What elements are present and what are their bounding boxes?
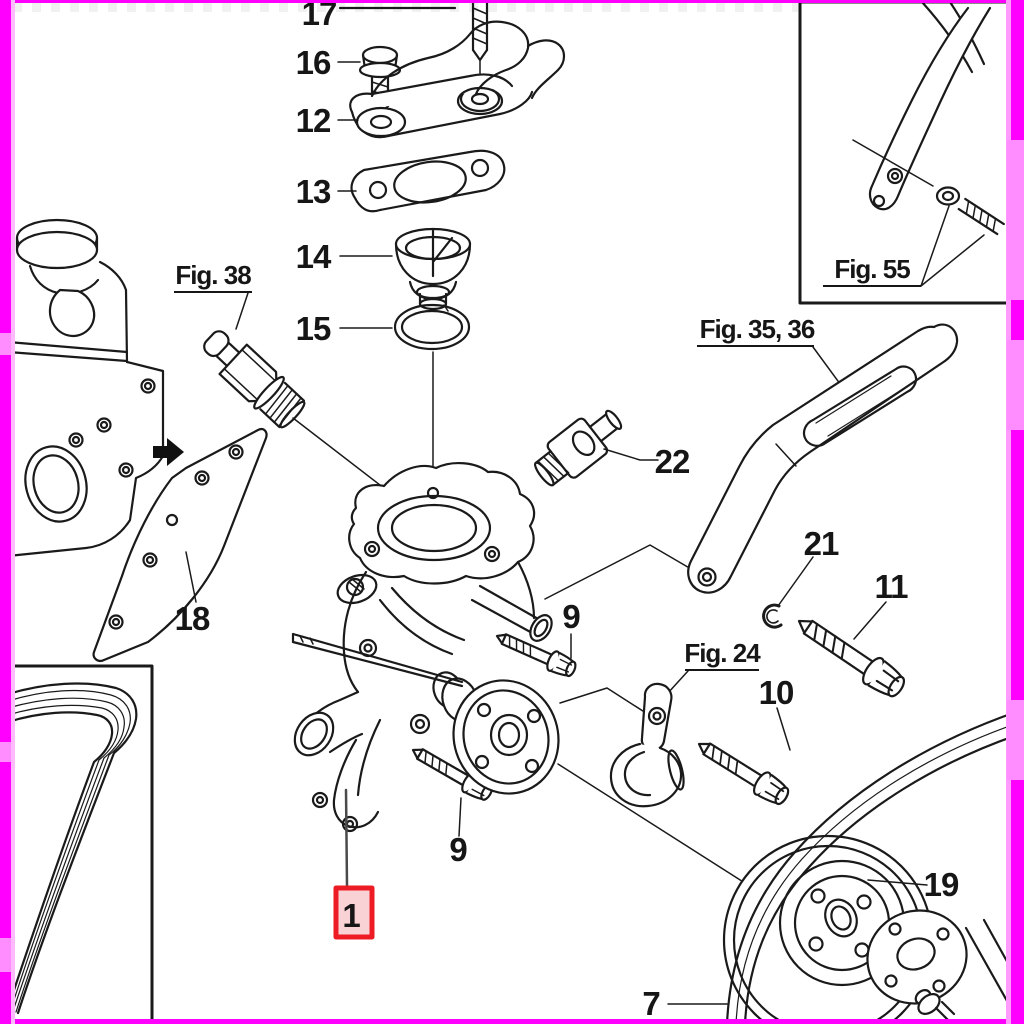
callout-9-lower: 9 xyxy=(449,831,467,868)
border-notch xyxy=(1007,700,1024,780)
border-notch xyxy=(1007,340,1024,430)
callout-11: 11 xyxy=(875,568,909,605)
border-top xyxy=(0,0,1024,3)
thermostat-14-drawing xyxy=(394,227,472,311)
flange-plate-drawing xyxy=(866,909,968,1022)
callout-leader-lines xyxy=(337,6,887,1005)
border-notch xyxy=(0,742,11,762)
fig-ref-24-label[interactable]: Fig. 24 xyxy=(684,638,762,668)
callout-1[interactable]: 1 xyxy=(342,897,361,934)
fig38-sensor-drawing xyxy=(203,292,429,523)
tension-arm-drawing xyxy=(687,323,959,594)
highlight-leader-line xyxy=(344,788,349,888)
callout-13: 13 xyxy=(296,173,331,210)
figure-reference-labels: Fig. 38 Fig. 55 Fig. 35, 36 Fig. 24 xyxy=(174,254,921,671)
callout-10: 10 xyxy=(759,674,794,711)
direction-arrow-icon xyxy=(153,438,184,466)
scan-artifact-dashes xyxy=(13,2,1007,12)
callout-22: 22 xyxy=(655,443,690,480)
highlight-box[interactable] xyxy=(333,885,375,940)
switch-22-drawing xyxy=(533,409,659,487)
belt-inset-box xyxy=(4,664,154,1024)
fig55-inset-box xyxy=(798,0,1010,305)
fig24-clamp-drawing xyxy=(609,670,689,808)
callout-9-upper: 9 xyxy=(562,598,580,635)
water-pump-1-drawing xyxy=(291,462,560,833)
callout-7: 7 xyxy=(642,985,659,1022)
callout-12: 12 xyxy=(296,102,331,139)
callout-18: 18 xyxy=(175,600,210,637)
callout-19: 19 xyxy=(924,866,959,903)
border-notch xyxy=(1007,140,1024,300)
callout-labels: 17 16 12 13 14 15 18 22 21 11 9 10 9 19 … xyxy=(175,0,960,1022)
bolt-10-drawing xyxy=(691,732,794,811)
fig-ref-55[interactable]: Fig. 55 xyxy=(823,254,921,287)
gasket-13-drawing xyxy=(350,149,506,213)
border-bottom xyxy=(0,1019,1024,1024)
highlight-part-1[interactable]: 1 xyxy=(333,788,375,940)
callout-14: 14 xyxy=(296,238,332,275)
callout-21: 21 xyxy=(804,525,839,562)
circlip-21-drawing xyxy=(762,556,814,629)
o-ring-15-drawing xyxy=(393,303,471,351)
callout-17: 17 xyxy=(302,0,337,32)
border-notch xyxy=(0,333,11,355)
thermostat-stack-drawing xyxy=(349,0,566,487)
fig-ref-55-label[interactable]: Fig. 55 xyxy=(834,254,911,284)
border-right-fade xyxy=(1006,0,1011,1024)
fig-ref-35-36-label[interactable]: Fig. 35, 36 xyxy=(700,314,816,344)
fig-ref-24[interactable]: Fig. 24 xyxy=(684,638,762,671)
gasket-18-drawing xyxy=(92,428,268,662)
callout-15: 15 xyxy=(296,310,331,347)
callout-16: 16 xyxy=(296,44,331,81)
border-left xyxy=(0,0,11,1024)
border-notch xyxy=(0,938,11,972)
fig-ref-35-36[interactable]: Fig. 35, 36 xyxy=(697,314,816,347)
engine-block-drawing xyxy=(6,218,184,558)
water-outlet-12-drawing xyxy=(349,20,566,139)
fig-ref-38[interactable]: Fig. 38 xyxy=(174,260,252,293)
fig-ref-38-label[interactable]: Fig. 38 xyxy=(175,260,252,290)
border-left-fade xyxy=(11,0,15,1024)
bolt-17-drawing xyxy=(459,0,501,113)
bolt-11-drawing xyxy=(788,606,911,704)
